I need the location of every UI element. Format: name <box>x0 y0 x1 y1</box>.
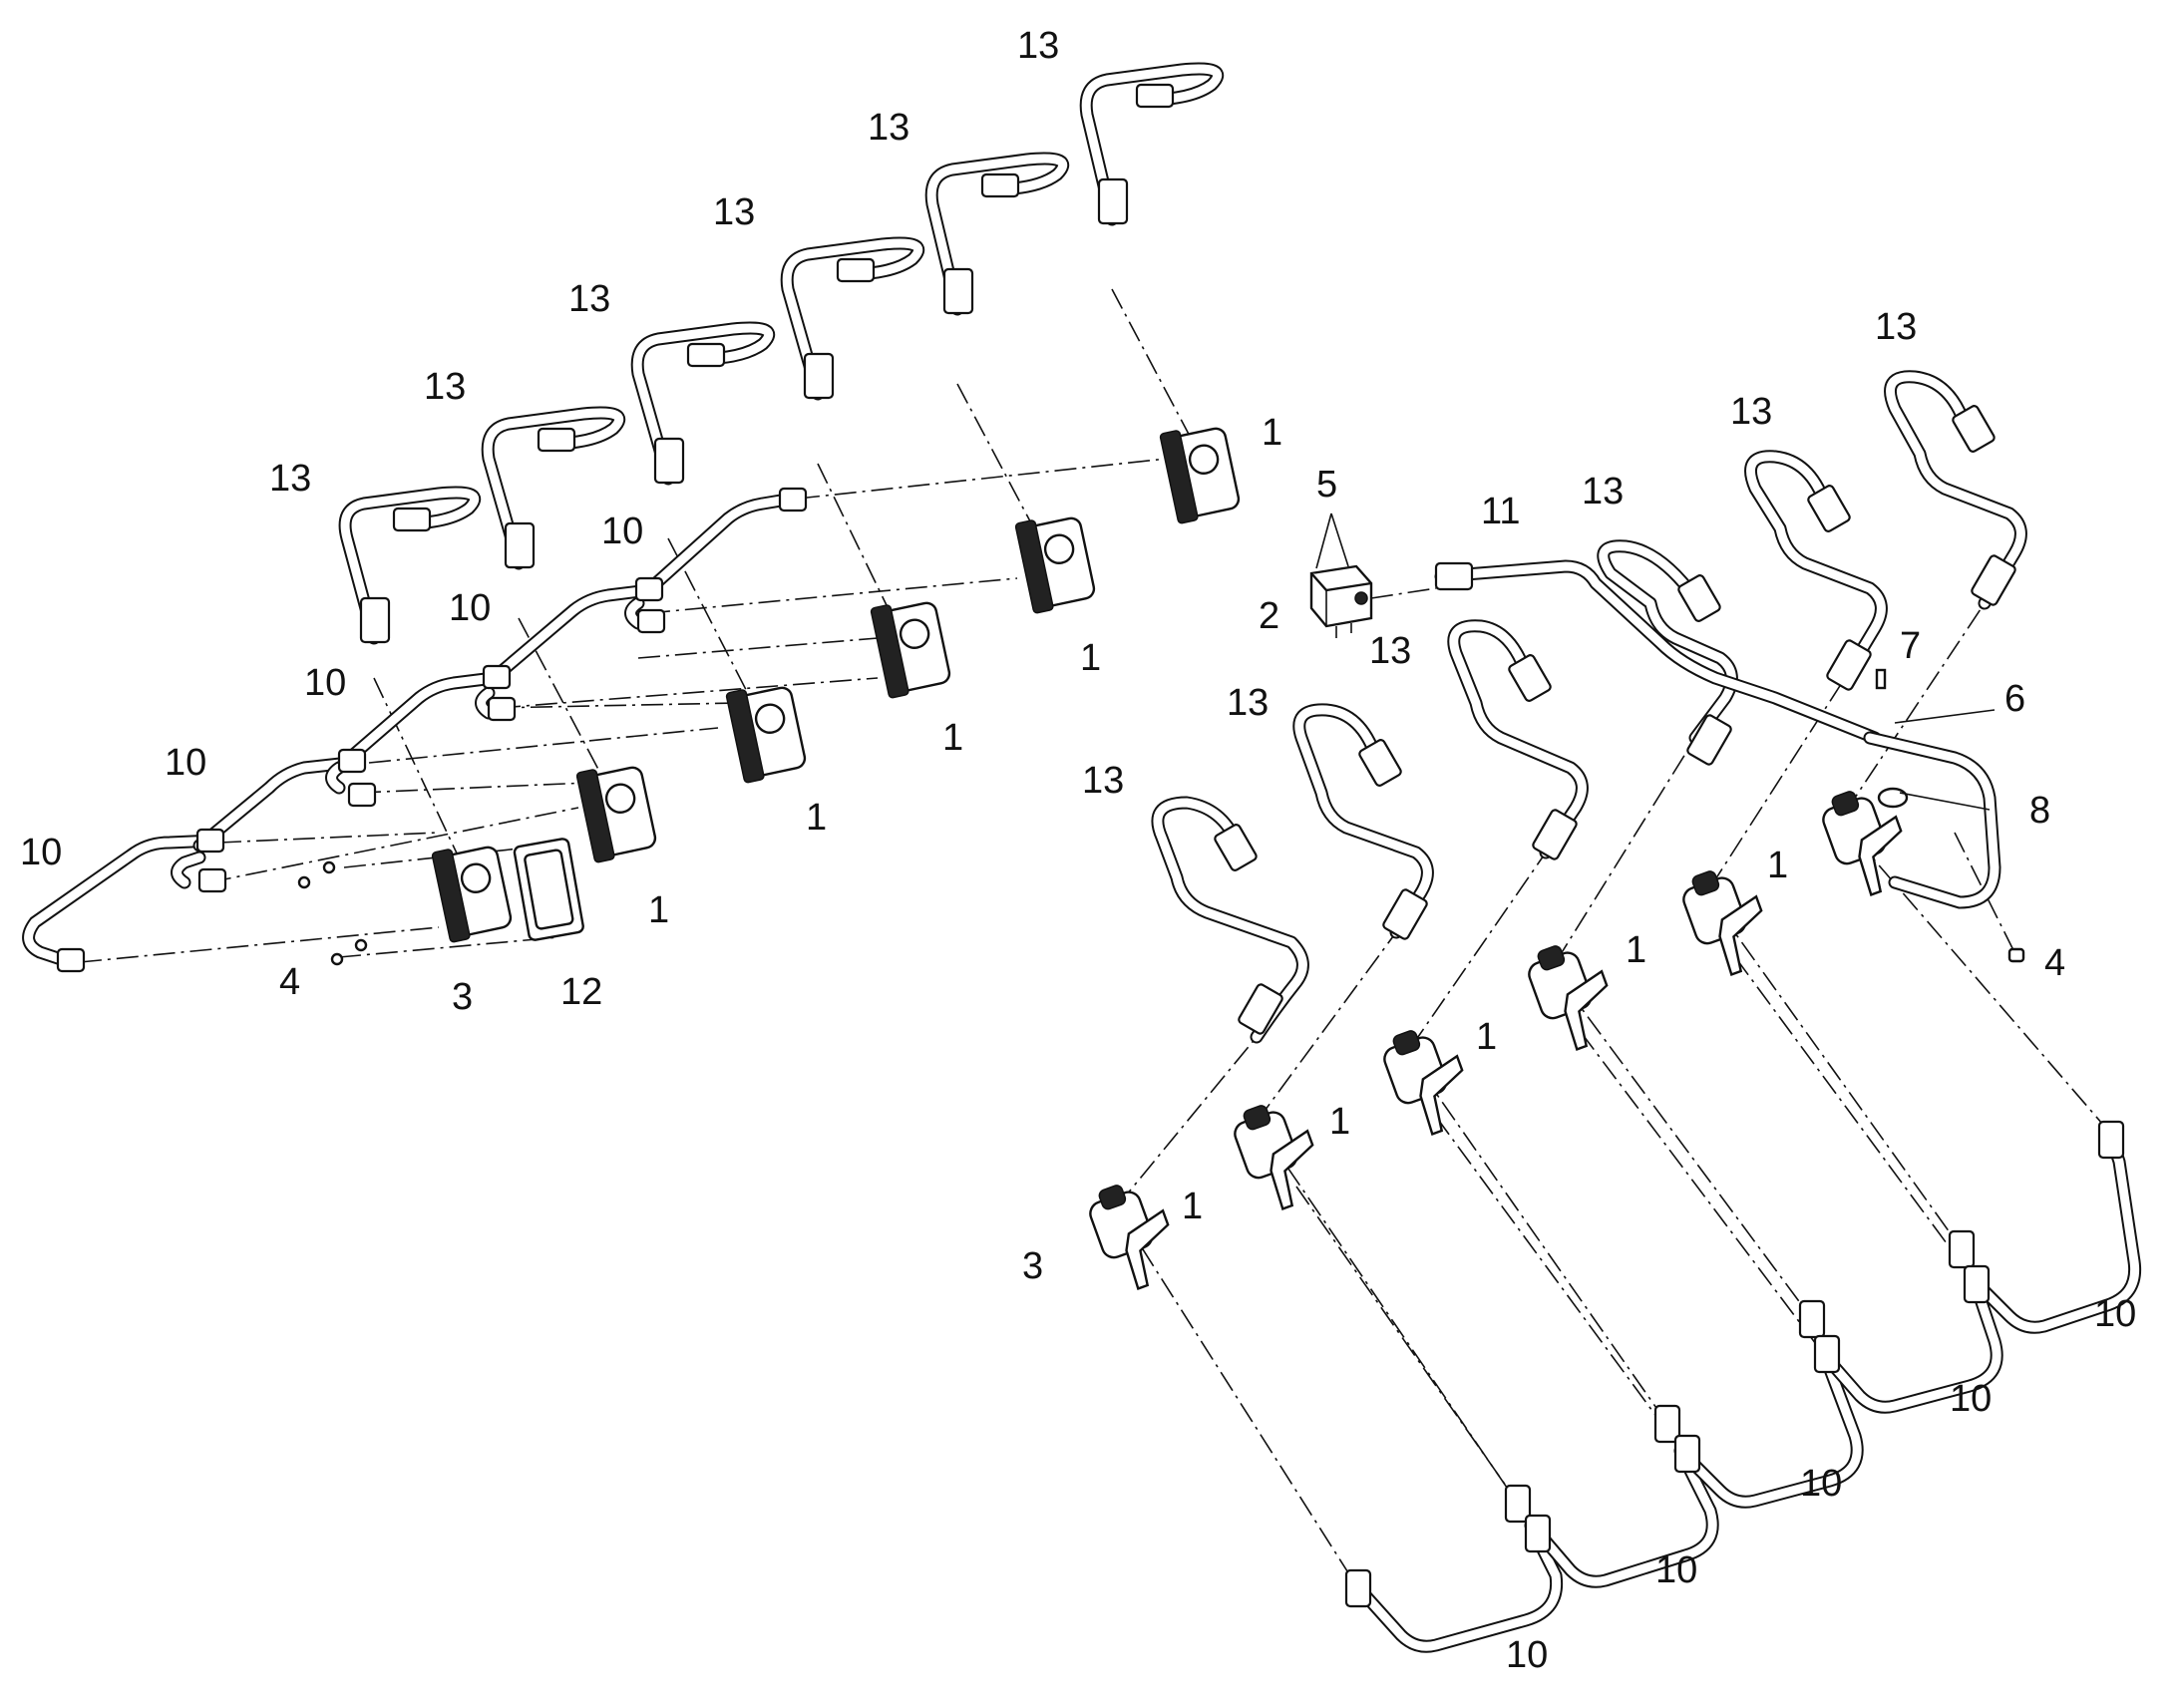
label-leaders <box>1894 709 1996 811</box>
left-pipe-fittings <box>56 487 808 973</box>
callout-11: 11 <box>1481 491 1520 532</box>
left-units <box>297 427 1241 966</box>
callout-7: 7 <box>1900 625 1921 667</box>
right-pipes-13 <box>1151 370 2027 1044</box>
callout-1: 1 <box>1329 1101 1350 1143</box>
callout-13: 13 <box>269 458 311 500</box>
callout-13: 13 <box>713 191 755 233</box>
right-assembly <box>1089 370 2142 1653</box>
callout-13: 13 <box>868 107 909 149</box>
left-13-fittings <box>359 83 1175 644</box>
callout-3: 3 <box>452 976 473 1018</box>
callout-13: 13 <box>1730 391 1772 433</box>
callout-4: 4 <box>279 961 300 1003</box>
callout-10: 10 <box>1655 1549 1697 1591</box>
right-centerlines <box>1116 587 2110 1586</box>
callout-10: 10 <box>304 662 346 704</box>
callout-10: 10 <box>1950 1378 1992 1420</box>
callout-1: 1 <box>806 797 827 839</box>
callout-1: 1 <box>1080 637 1101 679</box>
right-pipes-10 <box>1349 1125 2142 1653</box>
callout-1: 1 <box>1626 929 1646 971</box>
left-pipes-10 <box>22 492 800 969</box>
callout-10: 10 <box>2094 1293 2136 1335</box>
callout-10: 10 <box>1800 1463 1842 1505</box>
callout-13: 13 <box>1369 630 1411 672</box>
callout-13: 13 <box>1082 760 1124 802</box>
left-pipes-13 <box>338 62 1225 645</box>
callout-1: 1 <box>1262 412 1282 454</box>
callout-4: 4 <box>2044 942 2065 984</box>
callout-13: 13 <box>568 278 610 320</box>
callout-1: 1 <box>1767 845 1788 886</box>
right-13-fittings <box>1214 405 2016 1035</box>
right-units <box>1089 668 2025 1290</box>
callout-1: 1 <box>648 889 669 931</box>
left-screws <box>297 860 368 966</box>
callout-10: 10 <box>20 832 62 873</box>
callout-2: 2 <box>1259 595 1279 637</box>
callout-1: 1 <box>942 717 963 759</box>
right-pipe-11 <box>1434 559 1882 745</box>
callout-3: 3 <box>1022 1245 1043 1287</box>
callout-13: 13 <box>1582 471 1624 512</box>
callout-13: 13 <box>1017 25 1059 67</box>
callout-5: 5 <box>1316 464 1337 506</box>
callout-10: 10 <box>601 511 643 552</box>
callout-10: 10 <box>449 587 491 629</box>
right-part-2-5 <box>1309 512 1373 638</box>
right-10-fittings <box>1344 1120 2125 1608</box>
callout-12: 12 <box>560 971 602 1013</box>
callout-1: 1 <box>1182 1186 1203 1227</box>
callout-10: 10 <box>1506 1634 1548 1676</box>
callout-1: 1 <box>1476 1016 1497 1058</box>
callout-8: 8 <box>2029 790 2050 832</box>
callout-labels: 13 13 13 13 13 13 1 1 1 1 1 10 10 10 10 … <box>20 25 2136 1676</box>
callout-10: 10 <box>165 742 206 784</box>
callout-13: 13 <box>1227 682 1269 724</box>
callout-13: 13 <box>424 366 466 408</box>
left-assembly <box>22 62 1241 973</box>
callout-6: 6 <box>2004 678 2025 720</box>
callout-13: 13 <box>1875 306 1917 348</box>
